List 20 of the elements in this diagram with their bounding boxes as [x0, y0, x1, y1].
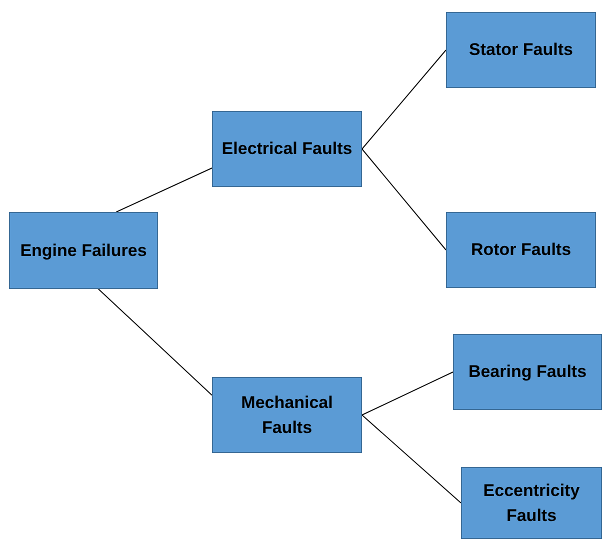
box-label: Eccentricity Faults	[482, 480, 581, 527]
box-label: Engine Failures	[20, 240, 147, 262]
category-box	[212, 111, 362, 187]
category-box	[453, 334, 602, 410]
connector-line	[362, 148, 446, 250]
box-label: Electrical Faults	[222, 138, 352, 160]
connector-line	[98, 288, 212, 396]
box-label: Stator Faults	[469, 39, 573, 62]
box-label: Rotor Faults	[470, 239, 572, 262]
connector-line	[362, 414, 462, 504]
category-box	[446, 212, 596, 288]
box-label: Mechanical Faults	[240, 392, 334, 439]
category-box	[461, 467, 602, 539]
category-box	[9, 212, 158, 289]
connector-line	[116, 168, 212, 212]
category-box	[212, 377, 362, 453]
category-box	[446, 12, 596, 88]
box-label: Bearing Faults	[468, 361, 587, 384]
connector-line	[362, 372, 454, 416]
connector-line	[362, 50, 446, 150]
